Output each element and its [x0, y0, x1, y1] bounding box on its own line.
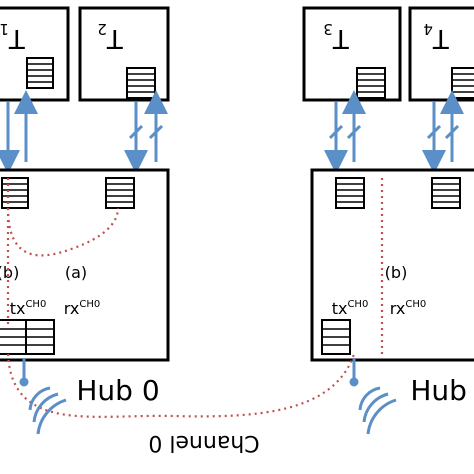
tx-label: txCH0 — [10, 299, 47, 318]
hub-title: Hub 1 — [410, 374, 474, 407]
queue-buffer-icon — [126, 67, 156, 99]
hub-1: txCH0 rxCH0 (b) Hub 1 — [310, 168, 474, 407]
terminal-label: T1 — [0, 20, 26, 53]
marker-b: (b) — [0, 263, 19, 282]
terminal-t2: T2 — [78, 6, 170, 102]
queue-buffer-icon — [1, 177, 29, 209]
tx-buffer — [321, 319, 351, 355]
hub-0: txCH0 rxCH0 (b) (a) Hub 0 — [0, 168, 170, 407]
marker-a: (a) — [65, 263, 87, 282]
queue-buffer-icon — [105, 177, 135, 209]
rx-buffer — [25, 319, 55, 355]
diagram-rotated-group: T1 T2 — [0, 6, 474, 455]
queue-buffer-icon — [431, 177, 461, 209]
tx-label: txCH0 — [332, 299, 369, 318]
terminal-t3: T3 — [302, 6, 402, 102]
terminal-label: T2 — [97, 20, 123, 53]
rx-label: rxCH0 — [390, 299, 427, 318]
rx-label: rxCH0 — [64, 299, 101, 318]
queue-buffer-icon — [356, 67, 386, 99]
terminal-label: T3 — [323, 20, 349, 53]
terminal-label: T4 — [423, 20, 449, 53]
queue-buffer-icon — [335, 177, 365, 209]
queue-buffer-icon — [26, 57, 54, 89]
marker-b: (b) — [385, 263, 408, 282]
terminal-t1: T1 — [0, 6, 70, 102]
tx-buffer — [0, 319, 27, 355]
terminal-hub-links — [0, 90, 464, 174]
wireless-signal-icon — [349, 358, 397, 435]
queue-buffer-icon — [451, 67, 474, 99]
terminal-t4: T4 — [408, 6, 474, 102]
channel-label: Channel 0 — [148, 430, 259, 455]
wireless-signal-icon — [19, 358, 67, 435]
hub-title: Hub 0 — [76, 374, 159, 407]
